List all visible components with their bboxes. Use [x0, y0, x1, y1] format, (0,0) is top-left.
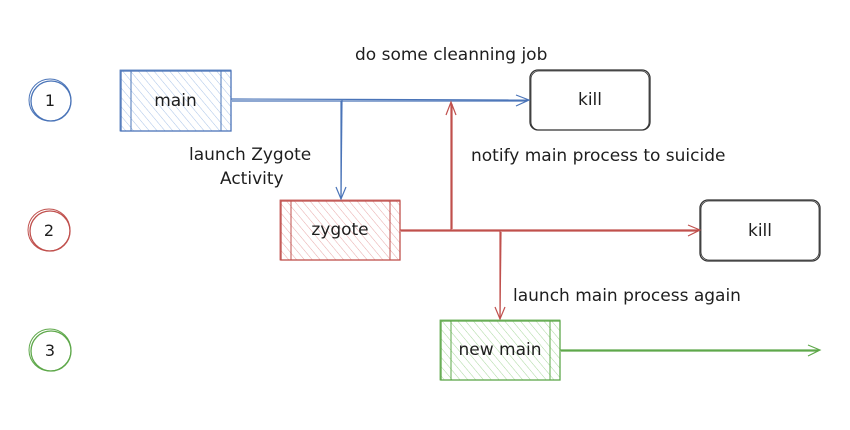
arrow-main-to-kill [230, 94, 531, 107]
launch-zygote-label-line2: Activity [220, 169, 284, 189]
arrow-zygote-to-kill [400, 224, 702, 237]
new-main-box [439, 319, 561, 381]
arrow-new-main-out [560, 344, 822, 357]
step-circle-1 [28, 78, 72, 122]
kill-label-1: kill [577, 90, 602, 110]
arrow-notify-main [445, 100, 457, 230]
step-circle-2 [27, 208, 71, 252]
launch-main-again-label: launch main process again [513, 286, 741, 306]
step-label-3: 3 [44, 340, 56, 360]
arrow-launch-new-main [494, 231, 506, 321]
kill-label-2: kill [747, 220, 772, 241]
cleaning-label: do some cleanning job [355, 45, 548, 65]
step-label-1: 1 [44, 90, 56, 110]
notify-label: notify main process to suicide [471, 146, 726, 166]
step-circle-3 [28, 328, 72, 372]
new-main-label: new main [458, 340, 542, 360]
main-label: main [154, 90, 197, 111]
arrow-main-to-zygote [335, 99, 347, 201]
main-box [119, 69, 232, 132]
step-label-2: 2 [43, 220, 55, 240]
zygote-label: zygote [311, 220, 369, 240]
zygote-box [279, 199, 401, 261]
launch-zygote-label-line1: launch Zygote [189, 145, 312, 165]
